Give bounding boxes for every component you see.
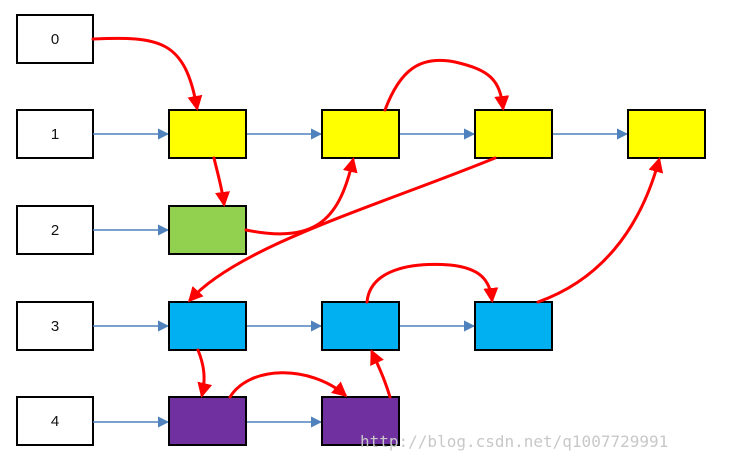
level-box-4: 4 xyxy=(16,396,94,446)
yellow-node-4 xyxy=(627,109,706,159)
purple-node-2 xyxy=(321,396,400,446)
red-arrow-level0-to-y1 xyxy=(91,36,203,111)
red-arrow-p2-to-b2 xyxy=(370,349,392,399)
red-arrow-p1-to-p2 xyxy=(228,371,348,399)
nodes xyxy=(168,109,706,446)
red-arrows xyxy=(91,36,664,399)
blue-node-3 xyxy=(474,301,553,351)
level-label-2: 2 xyxy=(51,222,59,239)
red-arrow-b2-to-b3 xyxy=(365,262,499,304)
level-box-3: 3 xyxy=(16,301,94,351)
red-arrow-y2-to-y3 xyxy=(383,58,510,112)
blue-arrows xyxy=(93,128,629,428)
level-box-2: 2 xyxy=(16,205,94,255)
level-labels: 0 1 2 3 4 xyxy=(16,14,94,446)
red-arrow-b1-to-p1 xyxy=(196,348,213,398)
purple-node-1 xyxy=(168,396,247,446)
level-label-3: 3 xyxy=(51,318,59,335)
yellow-node-3 xyxy=(474,109,553,159)
yellow-node-2 xyxy=(321,109,400,159)
yellow-node-1 xyxy=(168,109,247,159)
level-box-1: 1 xyxy=(16,109,94,159)
green-node-1 xyxy=(168,205,247,255)
red-arrow-y3-to-b1 xyxy=(187,156,497,303)
level-box-0: 0 xyxy=(16,14,94,64)
level-label-0: 0 xyxy=(51,31,59,48)
red-arrow-y1-to-g1 xyxy=(212,156,230,207)
blue-node-2 xyxy=(321,301,400,351)
red-arrow-g1-to-y2 xyxy=(244,157,358,236)
blue-node-1 xyxy=(168,301,247,351)
level-label-1: 1 xyxy=(51,126,59,143)
level-label-4: 4 xyxy=(51,413,59,430)
red-arrow-b3-to-y4 xyxy=(536,157,664,304)
watermark: http://blog.csdn.net/q1007729991 xyxy=(360,432,668,451)
